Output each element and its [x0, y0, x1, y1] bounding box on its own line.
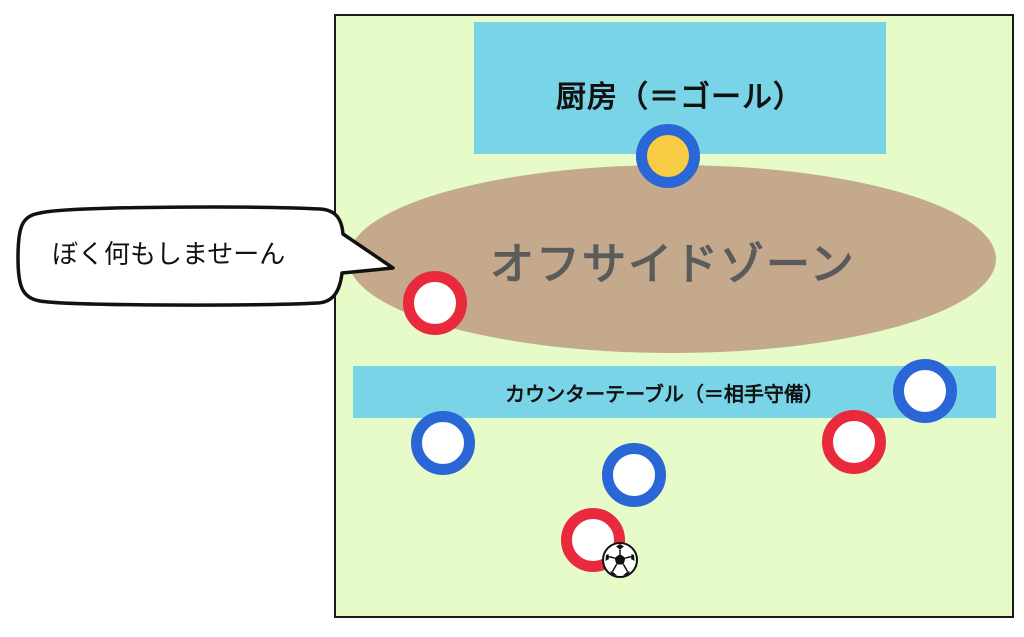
offside-zone-label: オフサイドゾーン — [490, 239, 856, 290]
speech-bubble-text: ぼく何もしませーん — [52, 240, 286, 270]
red-player-offside — [403, 271, 467, 335]
blue-player-center — [602, 443, 666, 507]
counter-table-defense-zone: カウンターテーブル（＝相手守備） — [353, 366, 996, 418]
blue-player-right-back — [893, 359, 957, 423]
kitchen-goal-label: 厨房（＝ゴール） — [556, 80, 804, 115]
goalkeeper-marker — [636, 124, 700, 188]
soccer-ball-icon — [602, 542, 638, 578]
speech-bubble-shape — [16, 205, 395, 307]
counter-table-label: カウンターテーブル（＝相手守備） — [505, 381, 824, 406]
blue-player-left — [411, 411, 475, 475]
speech-bubble: ぼく何もしませーん — [0, 0, 420, 320]
red-player-right — [822, 410, 886, 474]
